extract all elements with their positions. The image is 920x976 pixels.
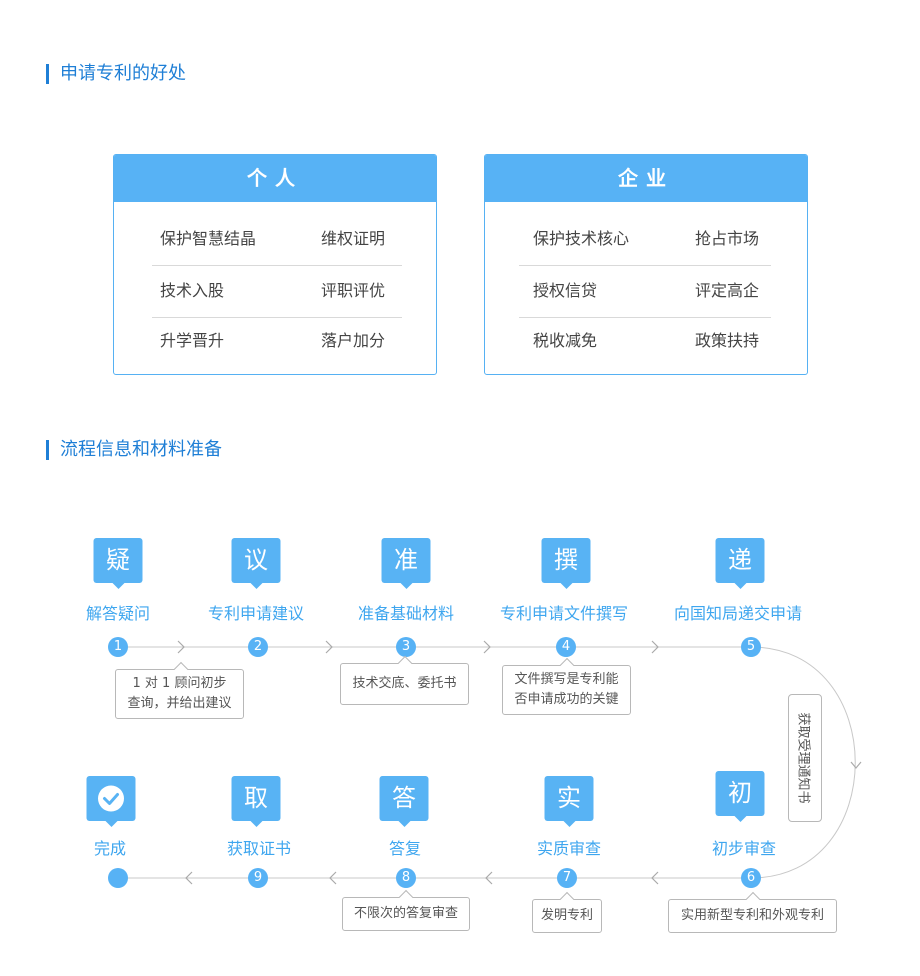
step-number: 3: [396, 637, 416, 657]
write-icon: 撰: [541, 538, 591, 589]
benefit-item: 评职评优: [321, 281, 386, 300]
step-number: 9: [248, 868, 268, 888]
benefit-item: 政策扶持: [695, 331, 760, 350]
note-line: 查询，并给出建议: [127, 696, 232, 711]
step-label: 专利申请建议: [207, 604, 305, 623]
step-label: 向国知局递交申请: [673, 604, 803, 623]
tag-text: 获取受理通知书: [795, 712, 811, 804]
submit-icon: 递: [715, 538, 765, 589]
step-label: 专利申请文件撰写: [499, 604, 629, 623]
card-title: 企业: [485, 155, 807, 202]
step-label: 初步审查: [711, 839, 777, 858]
note-line: 发明专利: [540, 908, 593, 923]
note-line: 技术交底、委托书: [352, 676, 457, 691]
note-line: 实用新型专利和外观专利: [680, 908, 824, 923]
step-label: 答复: [388, 839, 422, 858]
benefit-item: 升学晋升: [160, 331, 225, 350]
benefit-item: 保护智慧结晶: [160, 229, 257, 248]
personal-benefits-card: 个人 保护智慧结晶 维权证明 技术入股 评职评优 升学晋升 落户加分: [113, 154, 437, 375]
note-step-7: 发明专利: [532, 891, 602, 933]
benefit-item: 评定高企: [695, 281, 760, 300]
note-step-8: 不限次的答复审查: [342, 889, 470, 931]
benefit-item: 授权信贷: [533, 281, 598, 300]
doubt-icon: 疑: [93, 538, 143, 589]
note-step-4: 文件撰写是专利能 否申请成功的关键: [502, 657, 631, 715]
acceptance-notice-tag: 获取受理通知书: [788, 694, 822, 822]
substantive-icon: 实: [544, 776, 594, 827]
benefit-item: 落户加分: [321, 331, 386, 350]
benefit-item: 技术入股: [160, 281, 225, 300]
note-line: 不限次的答复审查: [353, 906, 458, 921]
benefit-item: 保护技术核心: [533, 229, 630, 248]
step-label: 完成: [93, 839, 127, 858]
preliminary-icon: 初: [715, 771, 765, 822]
step-label: 解答疑问: [85, 604, 151, 623]
benefits-section-title: 申请专利的好处: [46, 64, 186, 84]
card-row: 保护技术核心 抢占市场: [519, 213, 771, 266]
step-number: 1: [108, 637, 128, 657]
note-step-1: 1 对 1 顾问初步 查询，并给出建议: [115, 661, 244, 719]
note-line: 1 对 1 顾问初步: [132, 676, 227, 691]
note-step-3: 技术交底、委托书: [340, 655, 469, 705]
note-step-6: 实用新型专利和外观专利: [668, 891, 837, 933]
suggestion-icon: 议: [231, 538, 281, 589]
card-row: 技术入股 评职评优: [152, 265, 402, 318]
step-label: 获取证书: [226, 839, 292, 858]
step-number: 7: [557, 868, 577, 888]
benefit-item: 维权证明: [321, 229, 386, 248]
note-line: 文件撰写是专利能: [514, 672, 619, 687]
step-label: 准备基础材料: [357, 604, 455, 623]
card-title: 个人: [114, 155, 436, 202]
step-number: 5: [741, 637, 761, 657]
process-section-title: 流程信息和材料准备: [46, 440, 222, 460]
card-row: 保护智慧结晶 维权证明: [152, 213, 402, 266]
step-number: 4: [556, 637, 576, 657]
certificate-icon: 取: [231, 776, 281, 827]
benefit-item: 税收减免: [533, 331, 598, 350]
finish-dot: [108, 868, 128, 888]
prepare-icon: 准: [381, 538, 431, 589]
step-label: 实质审查: [536, 839, 602, 858]
step-number: 2: [248, 637, 268, 657]
check-icon: [86, 776, 136, 827]
note-line: 否申请成功的关键: [514, 692, 619, 707]
reply-icon: 答: [379, 776, 429, 827]
enterprise-benefits-card: 企业 保护技术核心 抢占市场 授权信贷 评定高企 税收减免 政策扶持: [484, 154, 808, 375]
step-number: 6: [741, 868, 761, 888]
benefit-item: 抢占市场: [695, 229, 760, 248]
card-row: 授权信贷 评定高企: [519, 265, 771, 318]
card-row: 税收减免 政策扶持: [519, 315, 771, 367]
card-row: 升学晋升 落户加分: [152, 315, 402, 367]
step-number: 8: [396, 868, 416, 888]
